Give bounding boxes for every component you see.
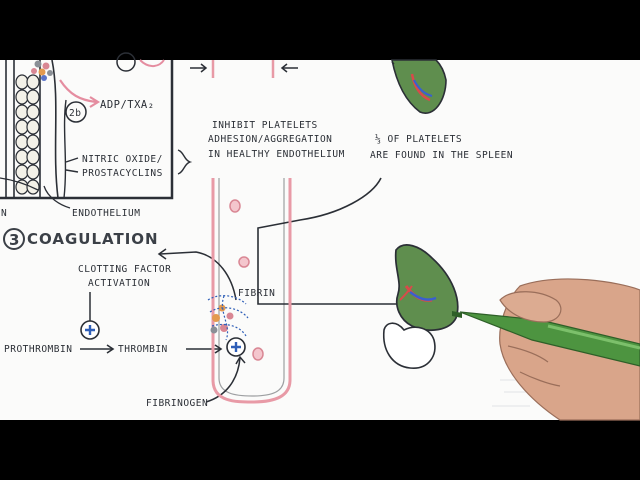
fibrinogen-arrow <box>205 357 241 403</box>
step-2b-label: 2b <box>69 108 81 119</box>
inhibit-line-3: IN HEALTHY ENDOTHELIUM <box>208 149 345 160</box>
clotting-line-2: ACTIVATION <box>88 278 150 289</box>
spleen-note-line-2: ARE FOUND IN THE SPLEEN <box>370 150 513 161</box>
fibrin-clot <box>207 295 249 341</box>
endothelium-cut-label: N <box>1 208 7 219</box>
thrombin-label: THROMBIN <box>118 344 168 355</box>
coagulation-heading: 3 COAGULATION <box>3 228 159 250</box>
plus-circle-icon <box>226 337 246 357</box>
platelet <box>229 199 241 213</box>
adp-txa2-label: ADP/TXA₂ <box>100 99 155 111</box>
spleen-icon <box>394 244 459 331</box>
inhibit-line-2: ADHESION/AGGREGATION <box>208 134 332 145</box>
platelet <box>238 256 250 268</box>
platelet-cluster-top <box>31 60 53 81</box>
platelet <box>252 347 264 361</box>
step-2b-badge <box>65 101 87 123</box>
endothelium-label: ENDOTHELIUM <box>72 208 140 219</box>
spleen-note-line-1: ⅓ OF PLATELETS <box>375 134 462 145</box>
prostacyclins-label: PROSTACYCLINS <box>82 168 163 179</box>
hand-holding-marker-icon <box>452 278 640 421</box>
blood-vessel <box>211 178 292 404</box>
release-arrow <box>59 79 97 104</box>
coagulation-number: 3 <box>9 231 20 249</box>
nitric-oxide-label: NITRIC OXIDE/ <box>82 154 163 165</box>
endothelium-panel: ADP/TXA₂ 2b NITRIC OXIDE/ PROSTACYCLINS … <box>0 52 193 219</box>
inhibit-note: INHIBIT PLATELETS ADHESION/AGGREGATION I… <box>208 120 345 160</box>
endothelial-cells <box>15 74 40 195</box>
fibrin-label: FIBRIN <box>238 288 275 299</box>
spleen-icon <box>391 59 447 114</box>
plus-circle-icon <box>80 320 100 340</box>
clotting-line-1: CLOTTING FACTOR <box>78 264 171 275</box>
brace <box>177 149 193 175</box>
activation-arrow <box>159 251 237 301</box>
pointer-line <box>257 177 400 305</box>
stomach-icon <box>383 322 436 369</box>
step-2a-badge <box>116 52 136 72</box>
vessel-top <box>190 60 298 78</box>
inhibit-line-1: INHIBIT PLATELETS <box>212 120 318 131</box>
coagulation-title: COAGULATION <box>27 230 159 248</box>
fibrinogen-label: FIBRINOGEN <box>146 398 208 409</box>
prothrombin-label: PROTHROMBIN <box>4 344 72 355</box>
